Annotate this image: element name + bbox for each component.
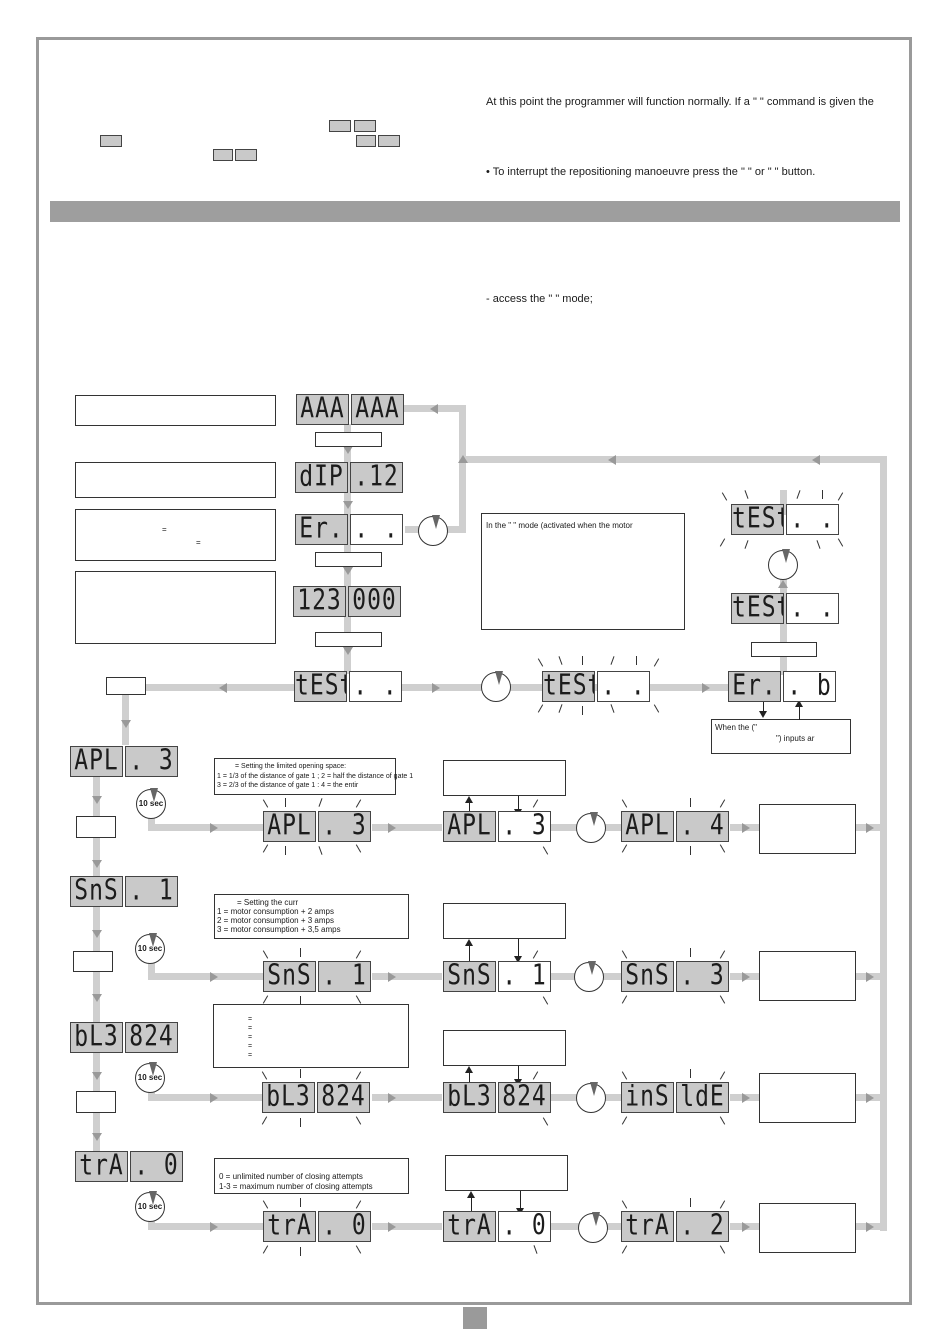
tra-note-2: 1-3 = maximum number of closing attempts	[219, 1182, 373, 1191]
tra-note-box: 0 = unlimited number of closing attempts…	[214, 1158, 409, 1194]
timer-icon	[576, 1082, 606, 1113]
when-inputs-2: ") inputs ar	[776, 734, 815, 743]
section-heading-bar	[50, 201, 900, 222]
bl-eq-1: =	[248, 1016, 253, 1023]
sns-note-box: = Setting the curr 1 = motor consumption…	[214, 894, 409, 939]
description-box-dip	[75, 462, 276, 498]
top-right-line-2: • To interrupt the repositioning manoeuv…	[486, 166, 816, 178]
description-box-model	[75, 395, 276, 426]
result-box-tra	[759, 1203, 856, 1253]
timer-icon	[576, 812, 606, 843]
bl-note-box: = = = = =	[213, 1004, 409, 1068]
apl-note-box: = Setting the limited opening space: 1 =…	[214, 758, 413, 795]
bl-action-box	[443, 1030, 566, 1066]
result-box-bl	[759, 1073, 856, 1123]
sns-note-1: = Setting the curr	[237, 898, 299, 907]
test-mode-text: In the " " mode (activated when the moto…	[486, 521, 633, 530]
timer-icon	[418, 515, 448, 546]
button-box-4	[76, 1091, 116, 1113]
apl-note-2: 1 = 1/3 of the distance of gate 1 ; 2 = …	[217, 773, 414, 780]
label-box-3	[315, 632, 382, 647]
er-eq-2: =	[196, 538, 201, 547]
label-box-2	[315, 552, 382, 567]
apl-action-box	[443, 760, 566, 796]
top-right-line-1: At this point the programmer will functi…	[486, 96, 874, 108]
timer-icon	[574, 961, 604, 992]
apl-note-3: 3 = 2/3 of the distance of gate 1 : 4 = …	[217, 782, 359, 789]
page-number-tab	[463, 1307, 487, 1329]
button-box-3	[73, 951, 113, 972]
description-box-error: = =	[75, 509, 276, 561]
sns-note-4: 3 = motor consumption + 3,5 amps	[217, 925, 341, 934]
label-box-4	[751, 642, 817, 657]
ten-second-timer-icon: 10 sec	[135, 1191, 165, 1222]
access-mode-line: - access the " " mode;	[486, 293, 593, 305]
apl-note-1: = Setting the limited opening space:	[235, 763, 347, 770]
tra-action-box	[445, 1155, 568, 1191]
description-box-counter	[75, 571, 276, 644]
timer-icon	[578, 1212, 608, 1243]
ten-second-timer-icon: 10 sec	[136, 788, 166, 819]
timer-icon	[481, 671, 511, 702]
tra-note-1: 0 = unlimited number of closing attempts	[219, 1172, 363, 1181]
er-eq-1: =	[162, 525, 167, 534]
when-inputs-1: When the ("	[715, 723, 757, 732]
ten-second-timer-icon: 10 sec	[135, 933, 165, 964]
ten-second-timer-icon: 10 sec	[135, 1062, 165, 1093]
button-box-1	[106, 677, 146, 695]
when-inputs-box: When the (" ") inputs ar	[711, 719, 851, 754]
timer-icon	[768, 549, 798, 580]
sns-note-2: 1 = motor consumption + 2 amps	[217, 907, 334, 916]
page-frame	[36, 37, 912, 1305]
label-box-1	[315, 432, 382, 447]
bl-eq-3: =	[248, 1034, 253, 1041]
sns-note-3: 2 = motor consumption + 3 amps	[217, 916, 334, 925]
button-box-2	[76, 816, 116, 838]
bl-eq-2: =	[248, 1025, 253, 1032]
test-mode-box: In the " " mode (activated when the moto…	[481, 513, 685, 630]
bl-eq-5: =	[248, 1052, 253, 1059]
sns-action-box	[443, 903, 566, 939]
result-box-apl	[759, 804, 856, 854]
result-box-sns	[759, 951, 856, 1001]
bl-eq-4: =	[248, 1043, 253, 1050]
